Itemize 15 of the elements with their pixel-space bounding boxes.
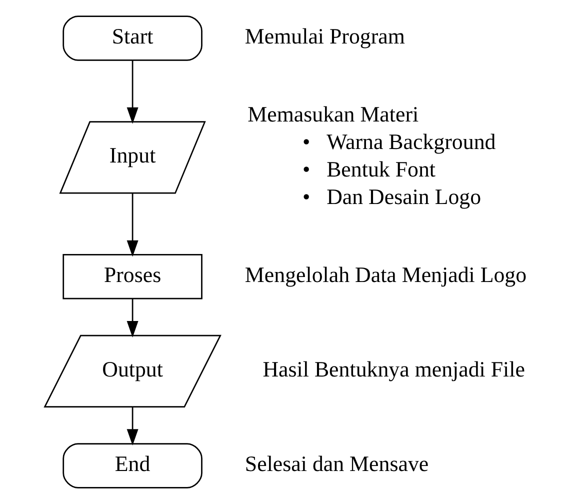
- node-label: Hasil Bentuknya menjadi File: [262, 356, 525, 382]
- node-box: End: [62, 443, 202, 488]
- arrow: [126, 298, 138, 338]
- arrow: [126, 60, 138, 124]
- node-label: Selesai dan Mensave: [244, 450, 429, 476]
- node-label: Memulai Program: [244, 23, 405, 48]
- arrow: [126, 193, 138, 257]
- node-label: • Dan Desain Logo: [302, 184, 482, 209]
- node-label: • Warna Background: [302, 128, 496, 154]
- node-label: Memasukan Materi: [248, 102, 419, 127]
- node-box: Start: [62, 16, 202, 61]
- node-box: Proses: [62, 254, 202, 300]
- arrow: [126, 407, 138, 446]
- node-label: • Bentuk Font: [302, 156, 436, 182]
- node-label: Mengelolah Data Menjadi Logo: [244, 262, 527, 287]
